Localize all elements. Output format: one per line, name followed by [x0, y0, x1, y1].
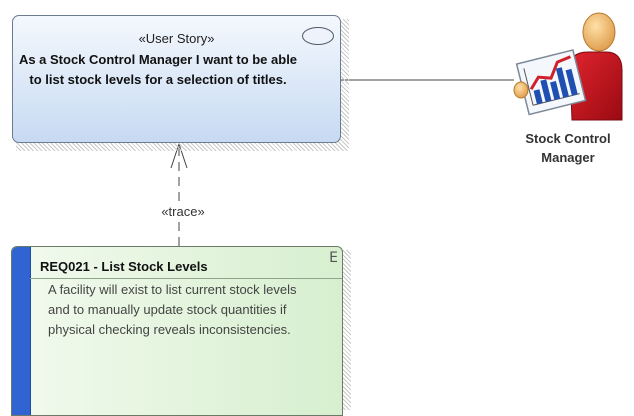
use-case-ellipse-icon: [302, 27, 334, 45]
user-story-stereotype: «User Story»: [138, 31, 215, 46]
user-story-text: As a Stock Control Manager I want to be …: [18, 52, 298, 87]
stock-chart-actor-icon: [513, 12, 623, 121]
requirement-type-badge: E: [329, 250, 338, 266]
actor-element[interactable]: Stock Control Manager: [508, 12, 634, 172]
requirement-status-stripe: [12, 247, 31, 415]
actor-name: Stock Control Manager: [525, 131, 611, 165]
user-story-element[interactable]: «User Story» As a Stock Control Manager …: [12, 15, 341, 143]
requirement-notes: A facility will exist to list current st…: [48, 282, 297, 337]
trace-label: «trace»: [148, 204, 218, 220]
requirement-element[interactable]: REQ021 - List Stock Levels E A facility …: [11, 246, 343, 416]
requirement-divider: [30, 278, 342, 279]
requirement-name: REQ021 - List Stock Levels: [40, 259, 208, 274]
